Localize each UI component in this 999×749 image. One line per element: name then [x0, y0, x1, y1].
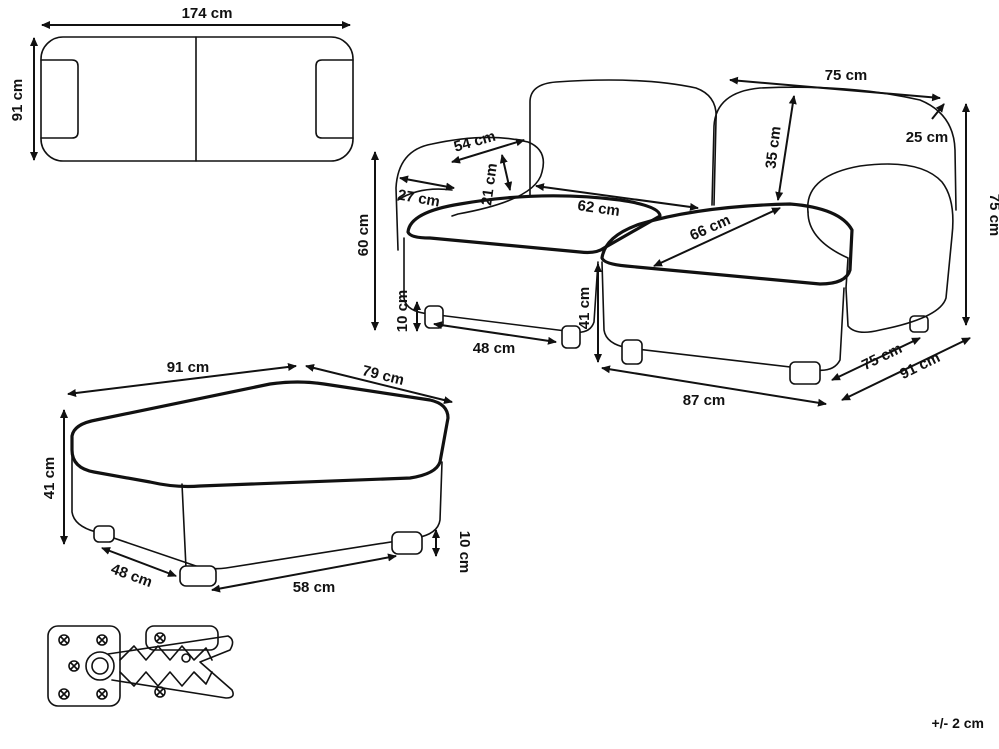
screw-icon	[58, 634, 108, 700]
back-height-arrow	[775, 95, 797, 201]
left-arm-width-label: 27 cm	[396, 187, 441, 211]
left-base-width-label: 48 cm	[473, 340, 516, 357]
total-height-label: 75 cm	[986, 194, 999, 237]
connector-clip-icon	[47, 625, 234, 707]
back-height-label: 35 cm	[763, 125, 785, 169]
ottoman-base-depth-arrow	[101, 547, 177, 577]
back-thickness-label: 25 cm	[906, 129, 949, 146]
arm-height-arrow	[499, 154, 513, 191]
back-width-arrow	[729, 76, 941, 102]
ottoman-leg-height-label: 10 cm	[456, 531, 473, 574]
back-width-label: 75 cm	[825, 67, 868, 84]
left-arm-length-label: 54 cm	[452, 128, 498, 156]
right-total-depth-arrow	[841, 337, 971, 401]
top-width-label: 174 cm	[182, 5, 233, 22]
arm-height-label: 21 cm	[478, 162, 501, 206]
sofa-drawing	[395, 79, 957, 385]
tolerance-note: +/- 2 cm	[931, 715, 984, 731]
left-arm-length-arrow	[451, 138, 525, 164]
left-arm-width-arrow	[399, 175, 455, 191]
left-total-height-label: 60 cm	[355, 214, 372, 257]
left-leg-height-label: 10 cm	[394, 290, 411, 333]
right-base-width-arrow	[601, 365, 827, 407]
seat-height-label: 41 cm	[576, 287, 593, 330]
ottoman-drawing	[70, 380, 450, 587]
left-base-width-arrow	[433, 321, 557, 345]
seat-width-label: 62 cm	[576, 197, 620, 220]
ottoman-base-width-label: 58 cm	[293, 579, 336, 596]
ottoman-depth-arrow	[305, 364, 453, 404]
top-view	[40, 36, 354, 162]
ottoman-height-label: 41 cm	[41, 457, 58, 500]
top-depth-label: 91 cm	[9, 79, 26, 122]
right-base-width-label: 87 cm	[683, 392, 726, 409]
ottoman-base-width-arrow	[211, 553, 397, 593]
back-thickness-arrow	[931, 103, 945, 120]
ottoman-width-label: 91 cm	[167, 359, 210, 376]
seat-depth-arrow	[653, 207, 781, 267]
seat-width-arrow	[535, 183, 699, 211]
ottoman-width-arrow	[67, 363, 297, 397]
